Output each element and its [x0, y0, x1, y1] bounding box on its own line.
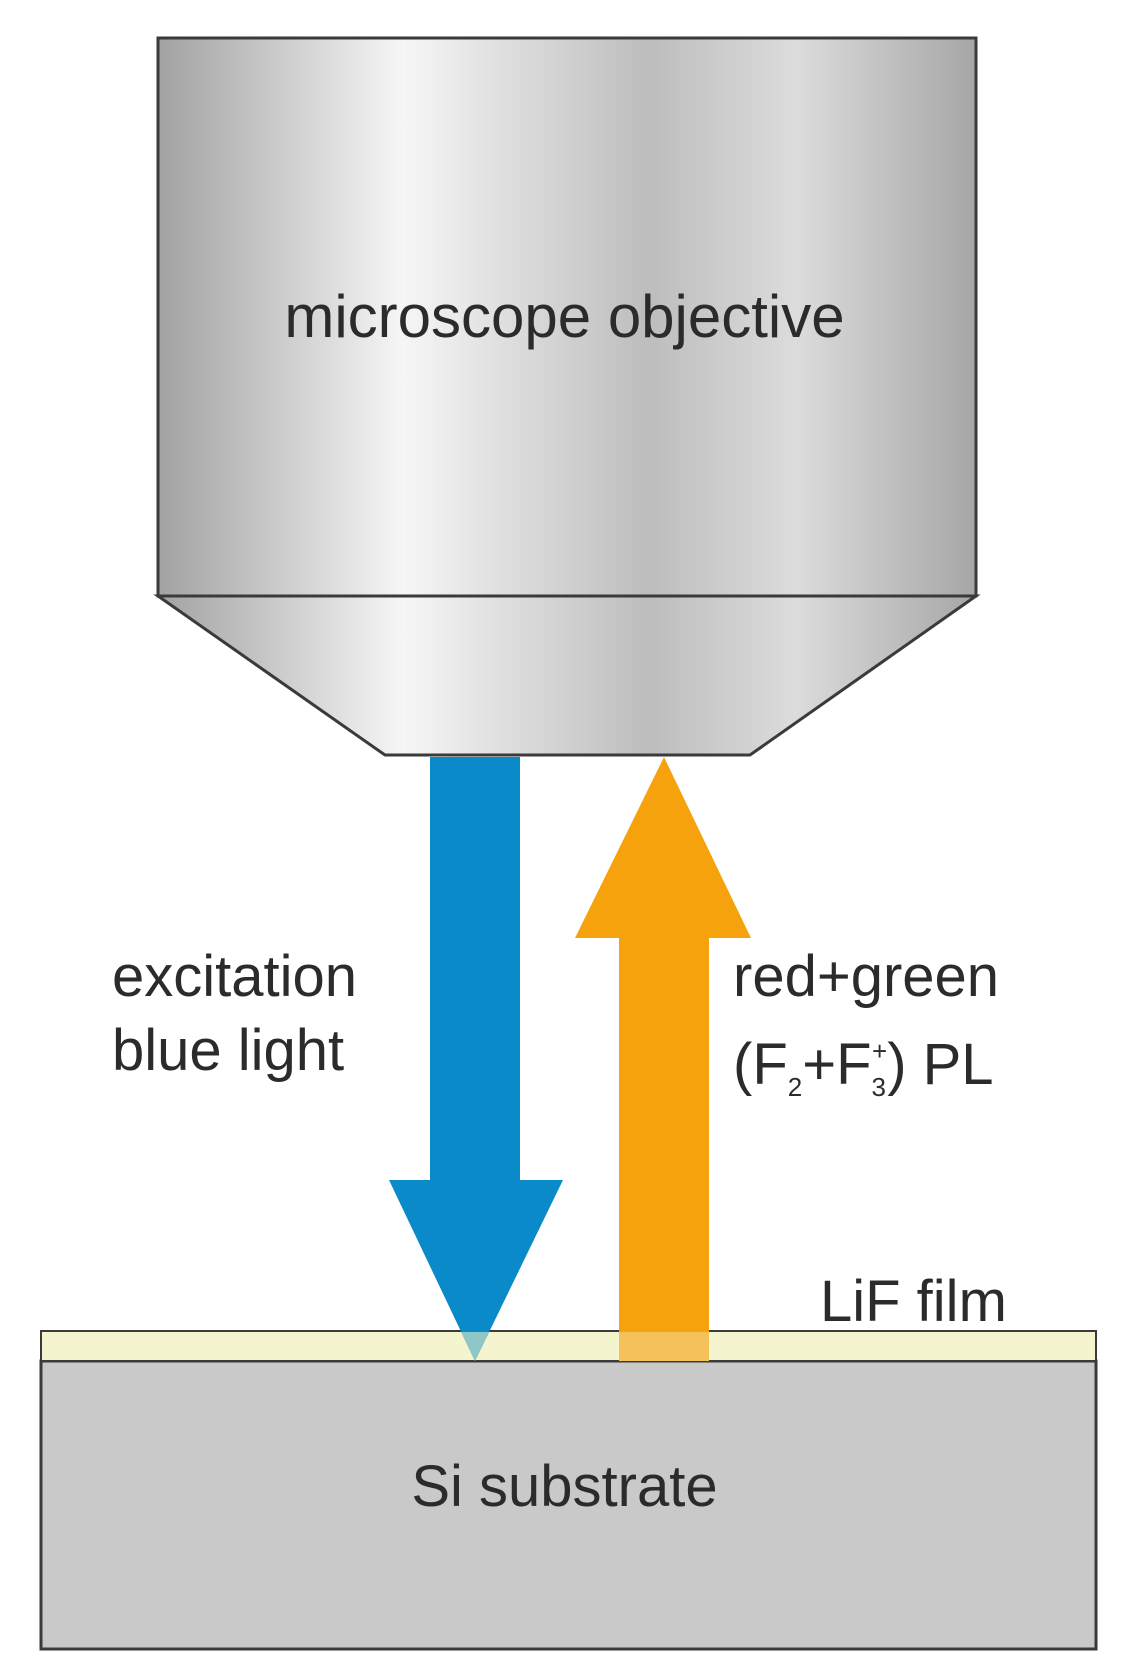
pl-arrow — [575, 757, 751, 1361]
si-substrate — [39, 1359, 1098, 1651]
objective-nose — [153, 594, 981, 757]
objective-label: microscope objective — [284, 283, 845, 350]
lif-film — [40, 1330, 1097, 1362]
pl-formula-sup-plus: + — [872, 1036, 888, 1066]
pl-formula-sub-2: 2 — [787, 1072, 803, 1102]
objective-body — [156, 36, 978, 598]
pl-formula-sub-3: 3 — [871, 1072, 886, 1102]
excitation-label: excitation blue light — [112, 940, 357, 1088]
pl-formula-close: ) PL — [887, 1032, 994, 1097]
pl-label-line1: red+green — [733, 944, 1000, 1009]
excitation-arrow-tip-in-film — [461, 1332, 489, 1361]
pl-arrow-in-film — [619, 1332, 709, 1361]
excitation-arrow — [389, 757, 563, 1361]
excitation-label-line2: blue light — [112, 1018, 345, 1083]
pl-formula-plus: +F — [802, 1032, 872, 1097]
film-label: LiF film — [820, 1269, 1007, 1334]
substrate-label: Si substrate — [411, 1454, 718, 1519]
pl-formula-open: (F — [733, 1032, 788, 1097]
pl-label-formula: (F2+F3 +) PL — [733, 1014, 999, 1124]
pl-label: red+green (F2+F3 +) PL — [733, 940, 999, 1124]
excitation-label-line1: excitation — [112, 944, 358, 1009]
